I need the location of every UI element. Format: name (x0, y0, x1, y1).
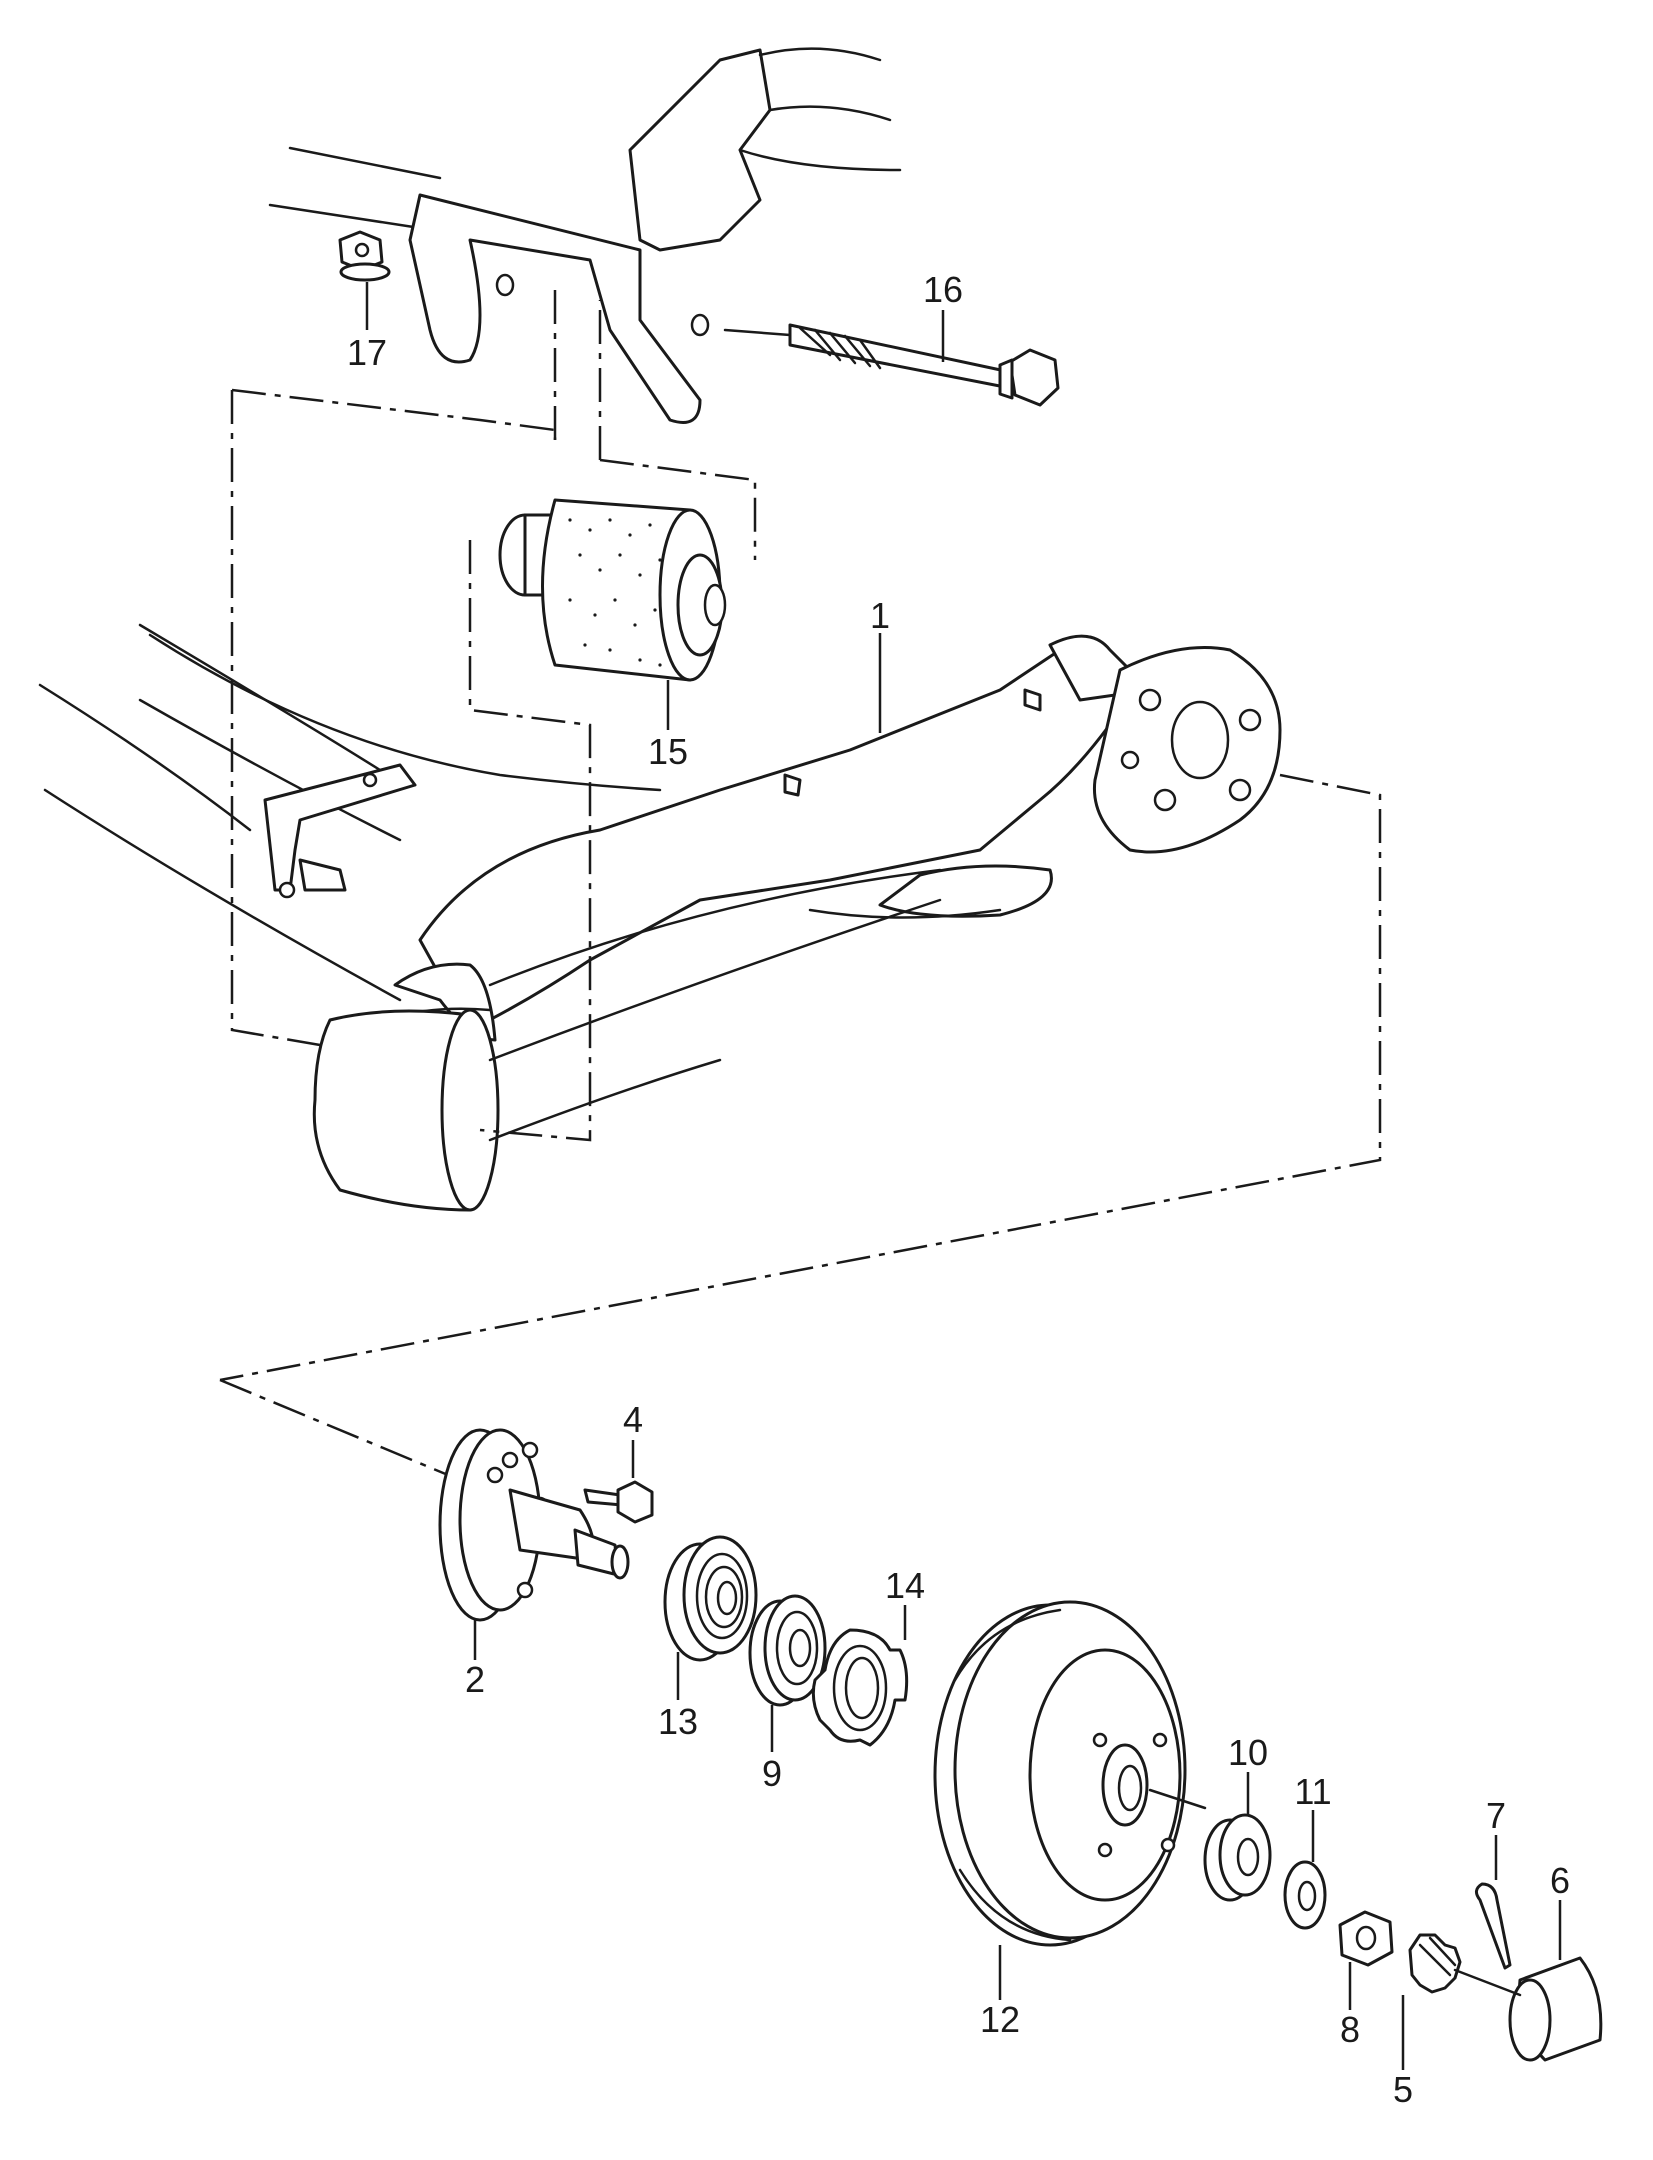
callout-4: 4 (623, 1399, 643, 1440)
callout-13: 13 (658, 1701, 698, 1742)
callout-9: 9 (762, 1753, 782, 1794)
abs-sensor-ring-14[interactable] (811, 1605, 909, 1747)
bearing-10[interactable] (1203, 1772, 1272, 1902)
callout-5: 5 (1393, 2069, 1413, 2110)
callout-15: 15 (648, 731, 688, 772)
callout-7: 7 (1486, 1795, 1506, 1836)
body-mounting-bracket (268, 47, 902, 424)
rear-axle-beam-1[interactable] (38, 623, 1282, 1212)
callout-8: 8 (1340, 2009, 1360, 2050)
alignment-lines (219, 290, 1382, 1482)
callout-17: 17 (347, 332, 387, 373)
callout-2: 2 (465, 1659, 485, 1700)
callout-labels: 1 2 4 5 6 7 8 9 10 11 12 13 14 15 16 17 (347, 269, 1570, 2110)
cotter-pin-7[interactable] (1475, 1835, 1512, 1970)
bolt-4[interactable] (583, 1440, 654, 1524)
flange-nut-17[interactable] (338, 230, 391, 330)
callout-12: 12 (980, 1999, 1020, 2040)
bearing-13[interactable] (663, 1535, 758, 1700)
bearing-9[interactable] (748, 1594, 827, 1752)
callout-6: 6 (1550, 1860, 1570, 1901)
callout-1: 1 (870, 595, 890, 636)
brake-drum-12[interactable] (933, 1600, 1207, 2000)
bolt-16[interactable] (723, 310, 1060, 407)
rubber-bushing-15[interactable] (498, 498, 727, 730)
callout-14: 14 (885, 1565, 925, 1606)
thrust-washer-11[interactable] (1283, 1810, 1327, 1930)
stub-axle-2[interactable] (438, 1428, 630, 1660)
callout-10: 10 (1228, 1732, 1268, 1773)
axle-nut-8[interactable] (1338, 1910, 1394, 2010)
lock-cap-5[interactable] (1401, 1933, 1462, 2070)
callout-16: 16 (923, 269, 963, 310)
callout-11: 11 (1294, 1771, 1331, 1812)
grease-cap-6[interactable] (1453, 1900, 1603, 2062)
